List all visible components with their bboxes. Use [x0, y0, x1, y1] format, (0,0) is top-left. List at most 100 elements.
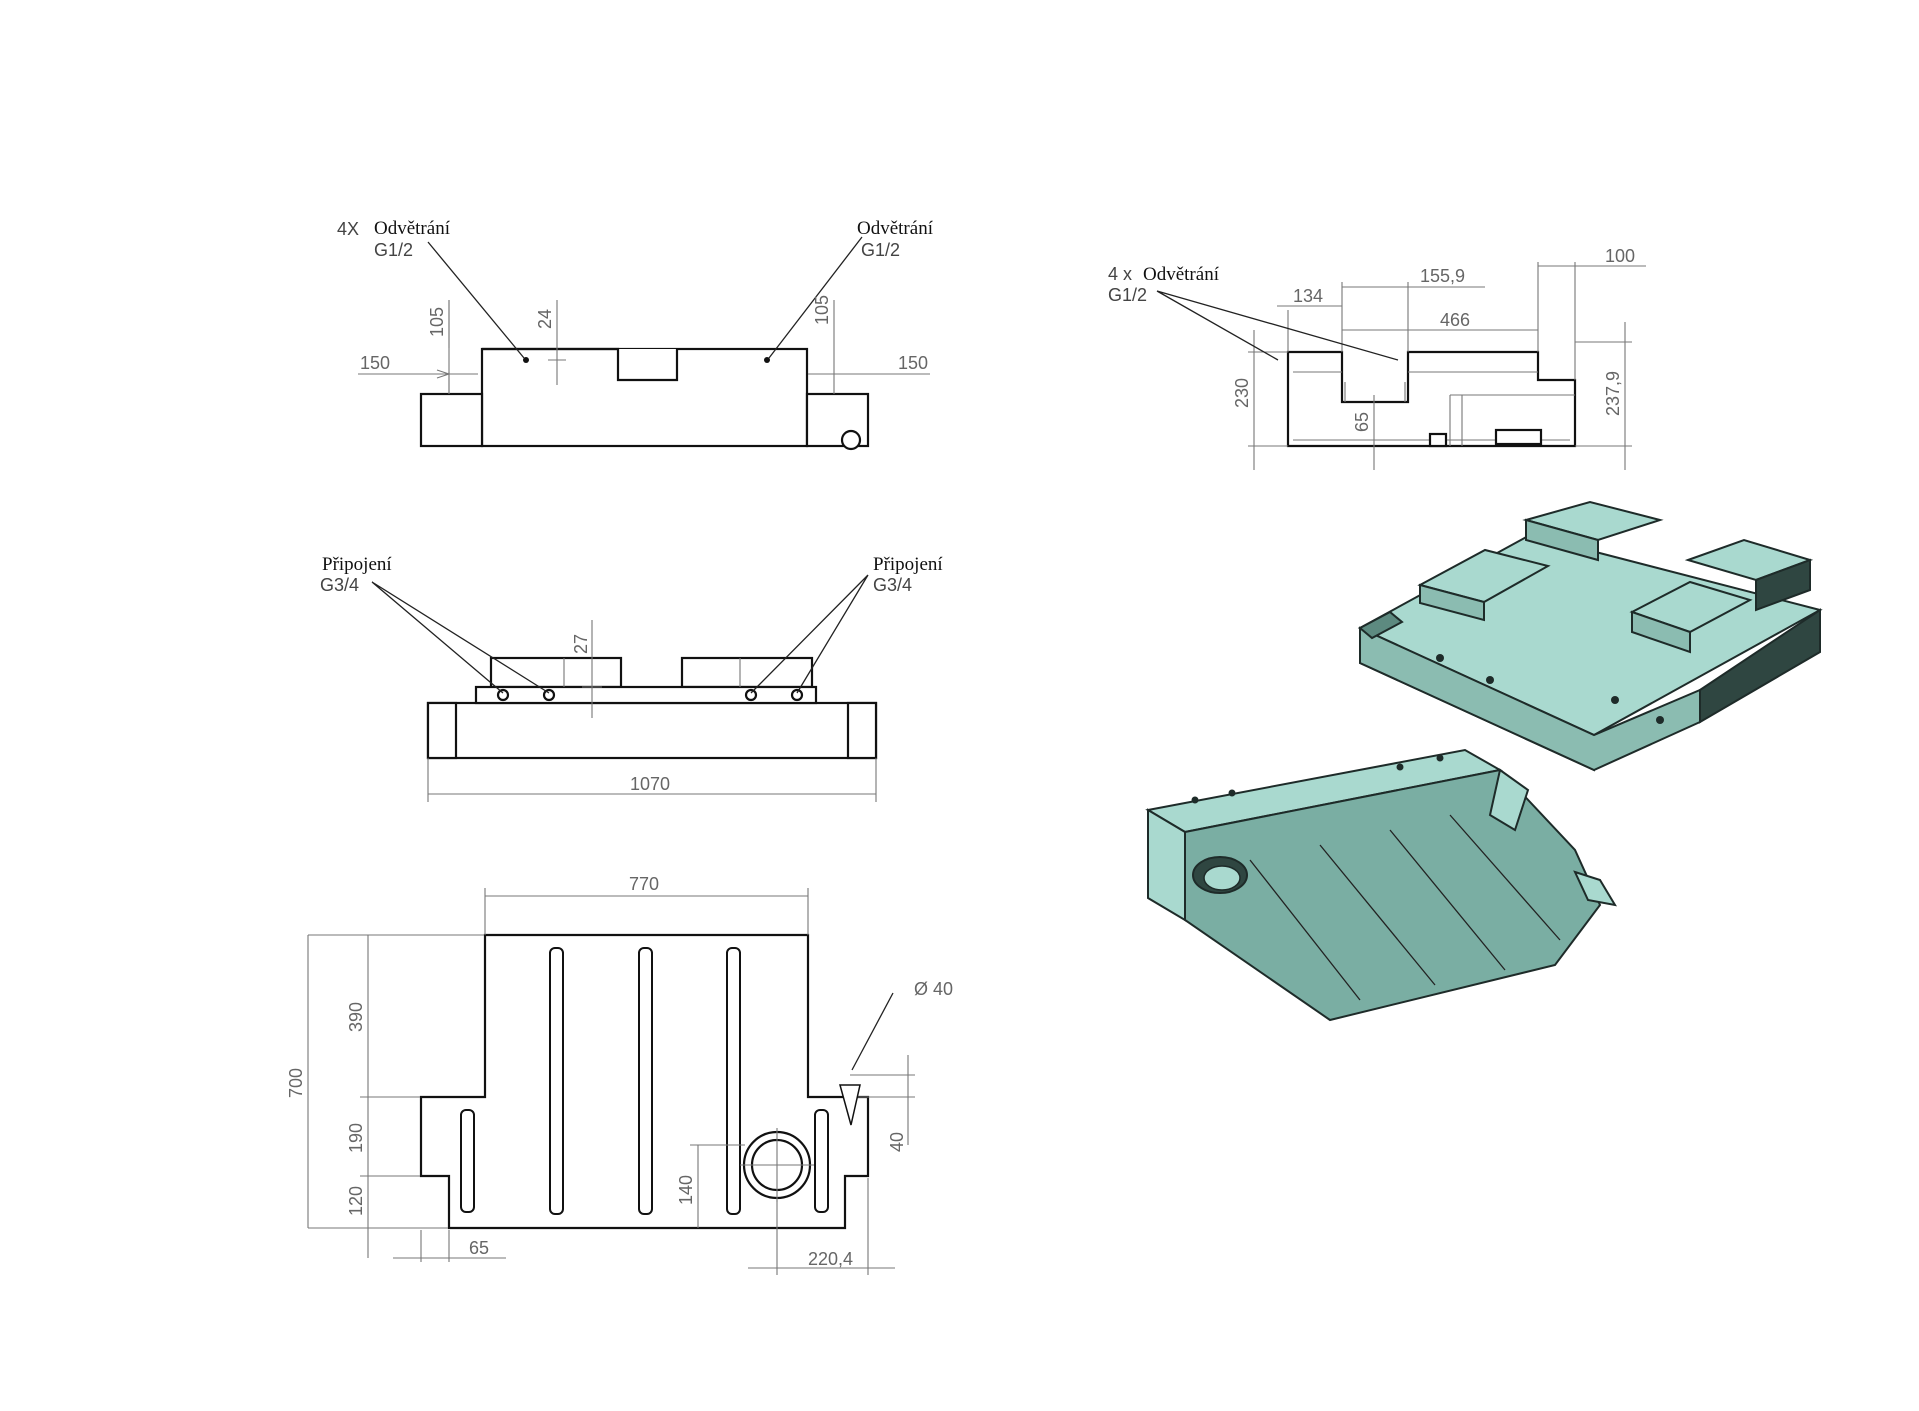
iso-top-hole-2 — [1486, 676, 1494, 684]
front-view-vent-hole-right — [764, 357, 770, 363]
section-port-block — [1494, 428, 1543, 446]
section-vent-count: 4 x — [1108, 264, 1132, 284]
side-conn-label-left: Připojení — [322, 554, 392, 575]
iso-bottom-port-inner — [1203, 865, 1241, 891]
top-view-slot-4 — [460, 1109, 475, 1213]
section-dim-237-line — [1575, 322, 1632, 470]
front-vent-label-right: Odvětrání — [857, 218, 934, 239]
top-dim-220-line — [748, 1178, 895, 1275]
side-conn-hole-1 — [496, 688, 510, 702]
side-conn-code-right: G3/4 — [873, 575, 912, 595]
front-view-left-foot — [419, 392, 484, 448]
top-view-slot-3 — [726, 947, 741, 1215]
iso-bottom-hole-4 — [1436, 754, 1444, 762]
iso-bottom-rib-2 — [1319, 844, 1436, 986]
front-dim-24-line — [548, 300, 566, 385]
iso-bottom-hole-2 — [1228, 789, 1236, 797]
side-view: Připojení G3/4 Připojení G3/4 27 1070 — [320, 554, 943, 802]
front-view-drain-fitting — [840, 429, 862, 451]
side-view-left-end-cap — [426, 701, 458, 760]
section-port-left — [1428, 432, 1448, 448]
iso-top-hole-4 — [1656, 716, 1664, 724]
top-view-slot-2 — [638, 947, 653, 1215]
section-view: 4 x Odvětrání G1/2 100 155,9 134 466 230… — [1108, 246, 1646, 470]
top-dim-390-line — [360, 935, 420, 1098]
top-view: 770 700 390 190 120 65 140 220,4 40 Ø 40 — [286, 874, 953, 1275]
top-dia-40: Ø 40 — [914, 979, 953, 999]
iso-bottom-hole-1 — [1191, 796, 1199, 804]
iso-top-notch-left — [1358, 610, 1404, 640]
section-dim-230-line — [1248, 330, 1288, 470]
side-conn-label-right: Připojení — [873, 554, 943, 575]
section-vent-leader — [1156, 290, 1399, 361]
isometric-model-bottom — [1145, 748, 1617, 1022]
side-conn-hole-3 — [744, 688, 758, 702]
top-dim-65-line — [393, 1230, 506, 1262]
top-dia-arrow — [839, 1084, 861, 1126]
iso-block-4-side — [1755, 558, 1811, 612]
section-dim-100: 100 — [1605, 246, 1635, 266]
side-dim-27: 27 — [571, 634, 591, 654]
iso-bottom-hole-3 — [1396, 763, 1404, 771]
section-dim-230: 230 — [1232, 378, 1252, 408]
top-dim-140-line — [690, 1144, 745, 1228]
side-conn-hole-2 — [542, 688, 556, 702]
top-dim-65: 65 — [469, 1238, 489, 1258]
iso-block-3-side — [1631, 610, 1691, 654]
side-view-top-plate-right — [680, 656, 814, 689]
front-vent-label-left: Odvětrání — [374, 218, 451, 239]
side-view-plate-divider — [563, 658, 741, 687]
section-vent-label: Odvětrání — [1143, 264, 1220, 285]
iso-top-hole-1 — [1436, 654, 1444, 662]
top-dim-770-line — [484, 888, 809, 935]
iso-bottom-right-notch — [1488, 768, 1530, 832]
front-vent-leader-right — [768, 236, 863, 359]
section-dim-100-line — [1537, 262, 1646, 380]
iso-top-right-side — [1699, 608, 1821, 724]
top-dim-140: 140 — [676, 1175, 696, 1205]
front-dim-105-right: 105 — [812, 295, 832, 325]
iso-block-2-side — [1525, 518, 1599, 562]
top-view-port-center — [740, 1128, 814, 1202]
side-dim-1070: 1070 — [630, 774, 670, 794]
top-dim-390: 390 — [346, 1002, 366, 1032]
top-dim-120: 120 — [346, 1186, 366, 1216]
section-dim-134: 134 — [1293, 286, 1323, 306]
front-vent-code-left: G1/2 — [374, 240, 413, 260]
front-vent-code-right: G1/2 — [861, 240, 900, 260]
front-dim-150-left: 150 — [360, 353, 390, 373]
side-view-main-body — [426, 701, 878, 760]
top-dim-700: 700 — [286, 1068, 306, 1098]
side-conn-hole-4 — [790, 688, 804, 702]
front-dim-105-left: 105 — [427, 307, 447, 337]
front-view-vent-hole-left — [523, 357, 529, 363]
isometric-model-top — [1357, 500, 1823, 772]
side-conn-code-left: G3/4 — [320, 575, 359, 595]
section-dim-466: 466 — [1440, 310, 1470, 330]
top-dim-40: 40 — [887, 1132, 907, 1152]
section-vent-code: G1/2 — [1108, 285, 1147, 305]
side-dim-27-line — [582, 620, 602, 718]
iso-top-hole-3 — [1611, 696, 1619, 704]
iso-block-1-side — [1419, 583, 1485, 622]
top-dia-leader — [851, 992, 894, 1071]
section-dim-237: 237,9 — [1603, 371, 1623, 416]
front-view-top-recess — [482, 347, 679, 382]
side-conn-leader-left — [371, 581, 550, 694]
side-view-rib-left — [474, 685, 818, 705]
top-dim-190-line — [360, 1097, 420, 1177]
iso-bottom-rib-3 — [1389, 829, 1506, 971]
front-dim-150-left-line — [358, 300, 478, 394]
top-dim-40-line — [850, 1055, 915, 1145]
section-dim-134-line — [1277, 305, 1342, 352]
side-dim-1070-line — [427, 758, 877, 802]
front-vent-count: 4X — [337, 219, 359, 239]
top-dim-190: 190 — [346, 1123, 366, 1153]
front-vent-leader-left — [427, 241, 525, 359]
iso-bottom-rib-1 — [1249, 859, 1361, 1001]
top-dim-700-line — [307, 934, 484, 1229]
front-dim-150-right: 150 — [898, 353, 928, 373]
top-dim-220: 220,4 — [808, 1249, 853, 1269]
section-dim-155-line — [1341, 282, 1485, 352]
iso-bottom-rib-4 — [1449, 814, 1561, 941]
